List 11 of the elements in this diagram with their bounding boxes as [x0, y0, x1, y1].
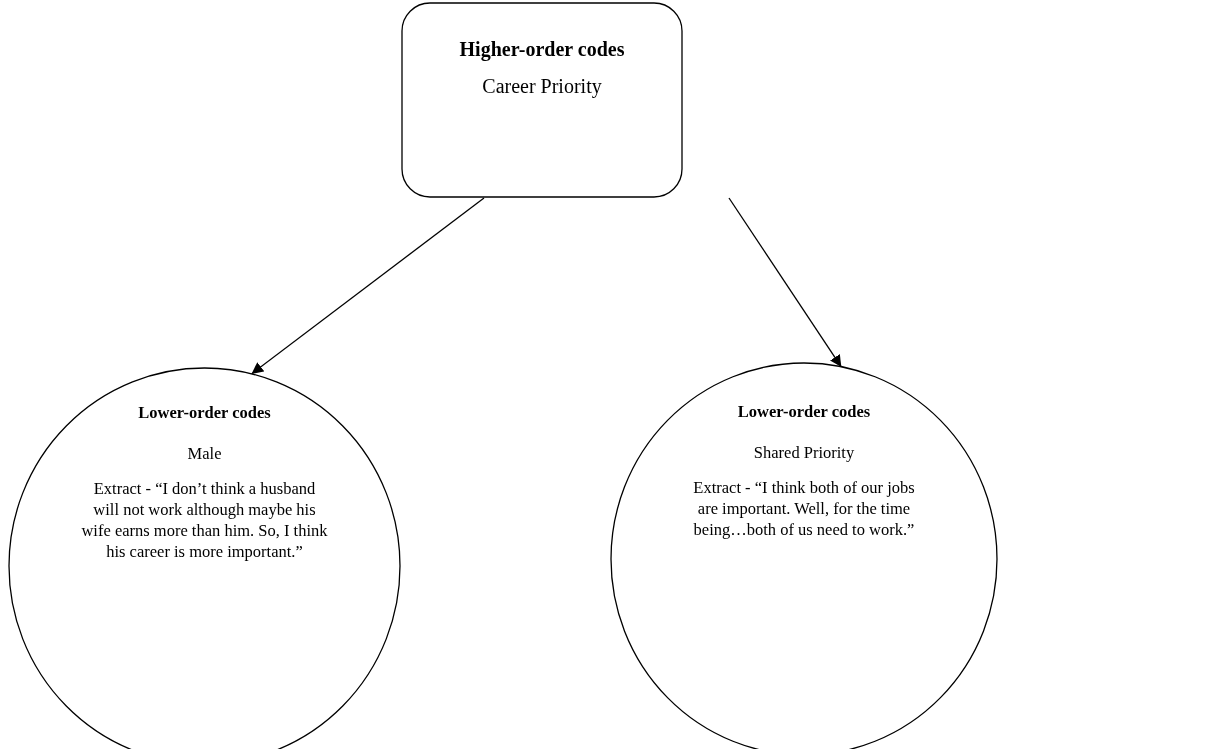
code-text: Career Priority	[481, 75, 603, 98]
heading: Lower-order codes	[736, 401, 872, 422]
code-text: Shared Priority	[752, 442, 856, 463]
arrow	[250, 197, 485, 375]
extract-quote: Extract - “I think both of our jobs are important. Well, for the time being…both of us need to work.”	[692, 477, 916, 540]
heading: Higher-order codes	[458, 38, 626, 61]
code-text: Male	[186, 443, 223, 464]
extract-quote: Extract - “I don’t think a husband will not work although maybe his wife earns more than him. So, I think his career is more important.”	[80, 478, 329, 562]
arrow	[728, 197, 843, 368]
heading: Lower-order codes	[137, 402, 272, 423]
rounded-box	[401, 2, 683, 198]
